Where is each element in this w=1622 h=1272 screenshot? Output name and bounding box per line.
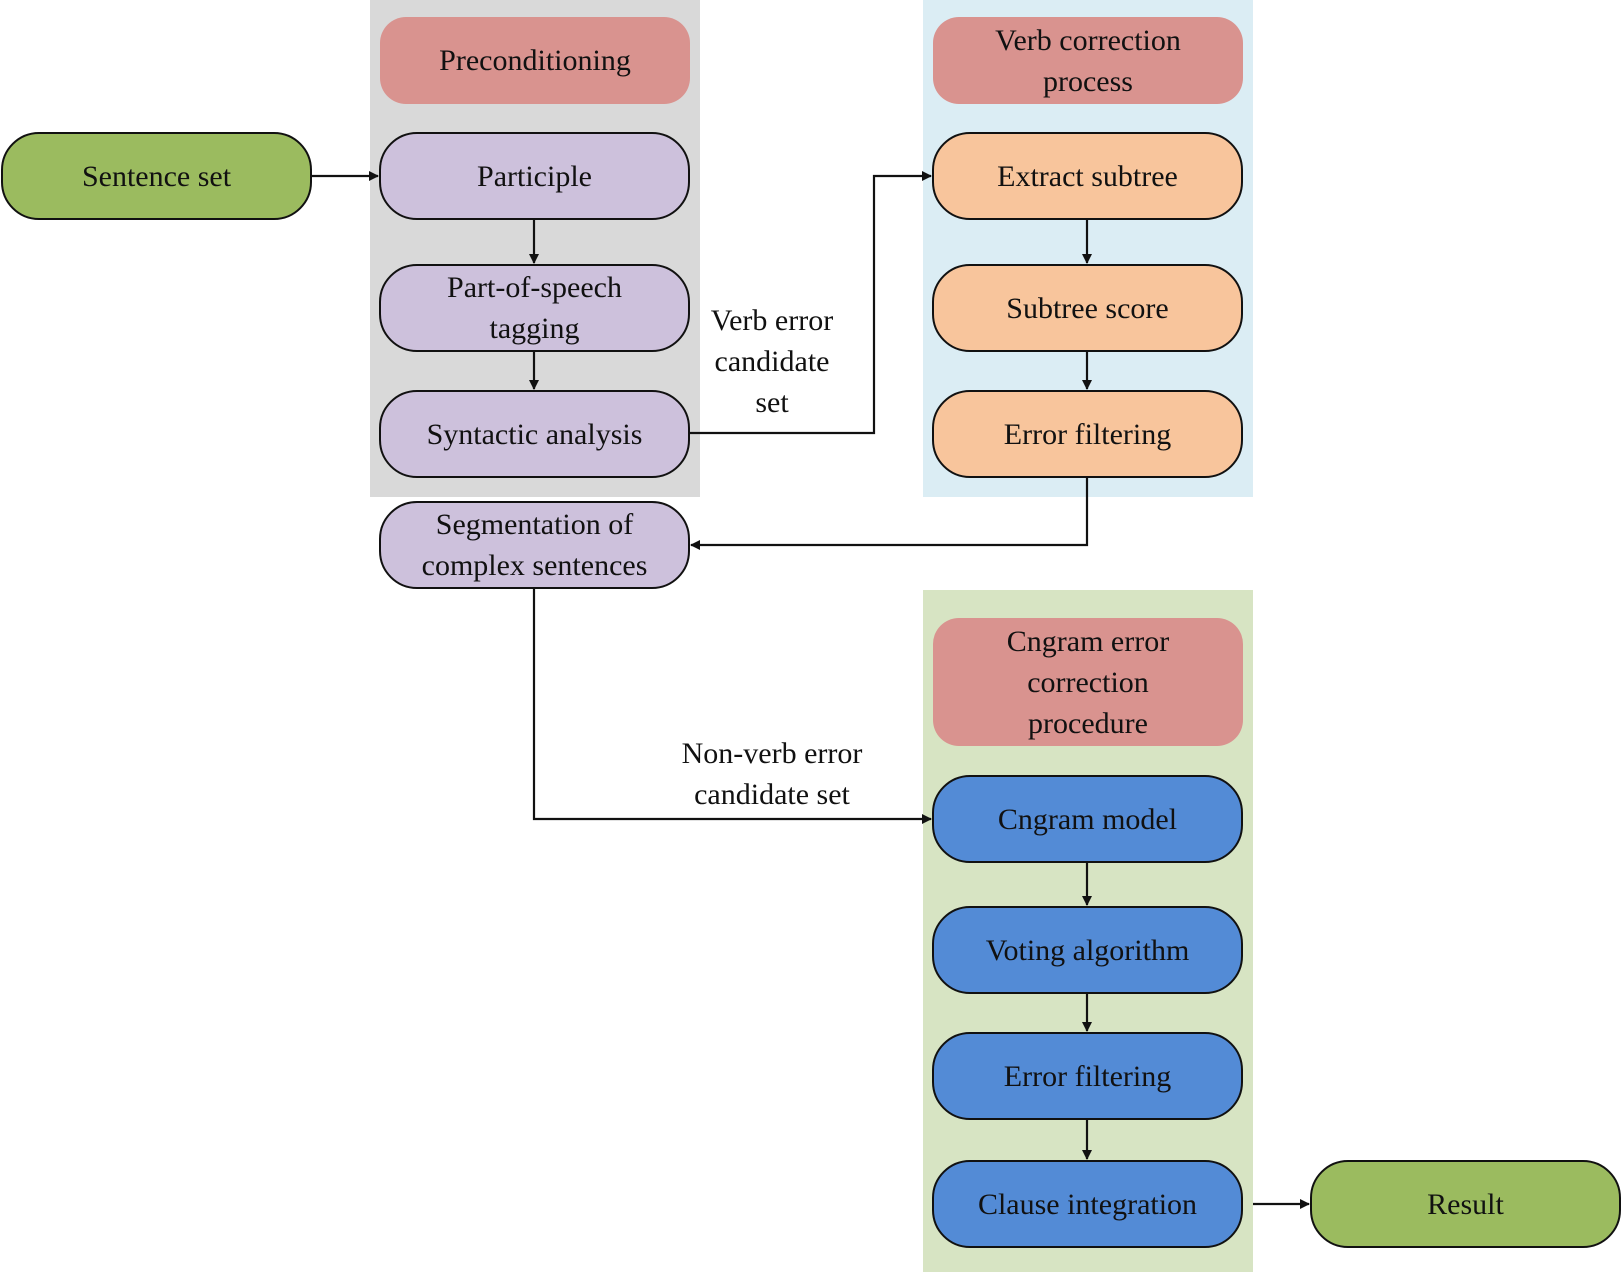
sentence-set-node: Sentence set	[1, 132, 312, 220]
cngram-model-node: Cngram model	[932, 775, 1243, 863]
arrow-error-filtering-to-segmentation	[690, 478, 1089, 550]
arrow-segmentation-to-cngram-model	[532, 589, 932, 824]
participle-node: Participle	[379, 132, 690, 220]
subtree-score-node: Subtree score	[932, 264, 1243, 352]
cngram-correction-header: Cngram error correction procedure	[933, 618, 1243, 746]
result-node: Result	[1310, 1160, 1621, 1248]
voting-algorithm-node: Voting algorithm	[932, 906, 1243, 994]
arrow-syntactic-analysis-to-extract-subtree	[690, 171, 932, 435]
clause-integration-node: Clause integration	[932, 1160, 1243, 1248]
preconditioning-header: Preconditioning	[380, 17, 690, 104]
segmentation-node: Segmentation of complex sentences	[379, 501, 690, 589]
extract-subtree-node: Extract subtree	[932, 132, 1243, 220]
verb-correction-header: Verb correction process	[933, 17, 1243, 104]
verb-error-candidate-set-label: Verb error candidate set	[710, 304, 834, 419]
pos-tagging-node: Part-of-speech tagging	[379, 264, 690, 352]
verb-error-filtering-node: Error filtering	[932, 390, 1243, 478]
non-verb-error-candidate-set-label: Non-verb error candidate set	[681, 737, 863, 811]
cngram-error-filtering-node: Error filtering	[932, 1032, 1243, 1120]
syntactic-analysis-node: Syntactic analysis	[379, 390, 690, 478]
